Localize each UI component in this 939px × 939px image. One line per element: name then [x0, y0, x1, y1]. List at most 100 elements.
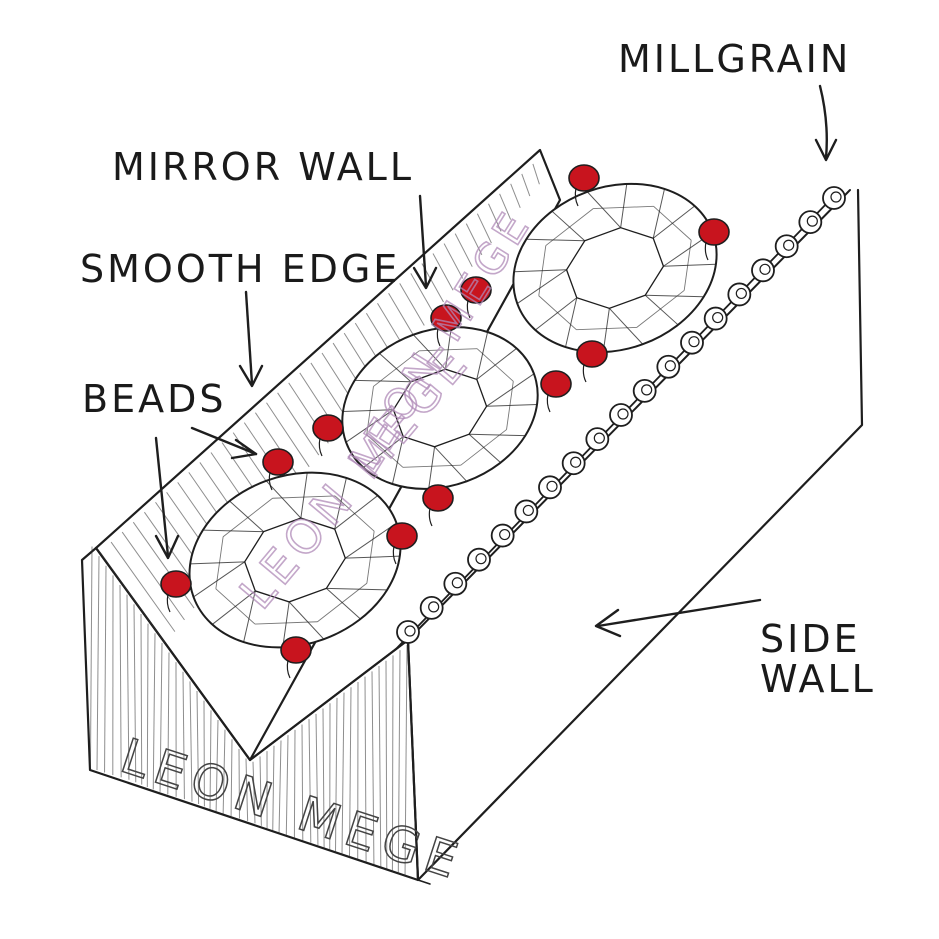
bead-icon — [280, 636, 312, 679]
bead-icon — [460, 276, 492, 319]
bead-icon — [576, 340, 608, 383]
hatch-line — [310, 362, 348, 420]
millgrain-ball-icon — [751, 258, 775, 283]
hatch-line — [278, 740, 282, 834]
hatch-line — [119, 585, 122, 778]
hatch-line — [404, 644, 408, 877]
millgrain-ball-icon — [656, 354, 681, 379]
millgrain-ball-icon — [609, 403, 633, 427]
front-face-hatching — [89, 546, 408, 877]
hatch-line — [443, 243, 464, 279]
label-mirror-wall: MIRROR WALL — [112, 145, 414, 189]
hatch-line — [378, 666, 382, 867]
bead-icon — [312, 414, 344, 457]
hatch-line — [385, 660, 388, 870]
millgrain-ball-icon — [727, 282, 752, 307]
hatch-line — [266, 402, 310, 468]
hatch-line — [315, 713, 319, 846]
hatch-line — [301, 724, 304, 841]
hatch-line — [293, 729, 296, 838]
bead-icon — [262, 448, 294, 491]
hatch-line — [96, 556, 100, 771]
hatch-line — [341, 692, 345, 855]
hatch-line — [348, 687, 352, 858]
hatch-line — [167, 652, 170, 795]
hatch-line — [104, 565, 107, 773]
millgrain-ball-icon — [585, 427, 610, 452]
hatch-line — [488, 203, 502, 232]
hatch-line — [532, 163, 540, 185]
hatch-line — [308, 719, 312, 843]
hatch-line — [432, 253, 454, 291]
bead-icon — [386, 522, 418, 565]
hatch-line — [397, 650, 401, 875]
label-beads: BEADS — [82, 377, 226, 421]
arrow-icon — [814, 84, 838, 162]
hatch-line — [510, 183, 521, 209]
hatch-line — [215, 719, 219, 812]
hatch-line — [521, 173, 531, 197]
hatch-line — [364, 676, 367, 863]
millgrain-ball-icon — [538, 475, 562, 500]
hatch-line — [189, 681, 193, 802]
millgrain-ball-icon — [774, 234, 799, 259]
bead-icon — [568, 164, 600, 207]
hatch-line — [146, 623, 149, 788]
hatch-line — [285, 735, 289, 836]
hatch-line — [182, 671, 185, 800]
hatch-line — [196, 691, 200, 805]
millgrain-ball-icon — [680, 330, 704, 355]
side-wall — [406, 188, 864, 882]
hatch-line — [322, 708, 325, 848]
diamond-icon — [341, 326, 539, 490]
millgrain-ball-icon — [490, 523, 515, 548]
front-face-watermark: LEON MEGE — [114, 728, 471, 892]
hatch-line — [152, 633, 156, 790]
arrow-icon — [238, 290, 264, 388]
hatch-line — [410, 273, 435, 315]
hatch-line — [465, 223, 483, 256]
hatch-line — [476, 213, 492, 244]
millgrain-ball-icon — [443, 571, 468, 596]
millgrain-ball-icon — [822, 186, 846, 210]
hatch-line — [259, 756, 262, 826]
mirror-wall — [94, 148, 562, 762]
hatch-line — [399, 283, 425, 326]
millgrain-rail — [396, 186, 846, 644]
millgrain-ball-icon — [632, 378, 657, 403]
label-side-wall-line2: WALL — [760, 657, 876, 701]
hatch-line — [133, 604, 137, 783]
hatch-line — [126, 594, 130, 780]
millgrain-ball-icon — [703, 306, 728, 331]
hatch-line — [89, 546, 93, 768]
hatch-line — [277, 392, 320, 456]
label-smooth-edge: SMOOTH EDGE — [80, 247, 400, 291]
bead-icon — [540, 370, 572, 413]
diamond-icon — [188, 471, 402, 649]
bead-icon — [430, 304, 462, 347]
bead-icon — [422, 484, 454, 527]
hatch-line — [272, 745, 275, 831]
label-side-wall-line1: SIDE — [760, 617, 861, 661]
millgrain-ball-icon — [467, 547, 491, 572]
bead-icon — [698, 218, 730, 261]
bead-icon — [160, 570, 192, 613]
hatch-line — [222, 729, 226, 814]
hatch-line — [388, 293, 416, 338]
hatch-line — [499, 193, 512, 220]
bead-group — [160, 164, 730, 679]
millgrain-ball-icon — [419, 595, 444, 620]
arrow-icon — [190, 426, 258, 460]
hatch-line — [245, 758, 249, 821]
hatch-line — [371, 671, 375, 865]
diamond-row — [188, 182, 718, 649]
arrow-icon — [594, 598, 762, 638]
hatch-line — [391, 655, 394, 872]
hatch-line — [159, 642, 163, 792]
millgrain-ball-icon — [514, 499, 539, 524]
label-millgrain: MILLGRAIN — [618, 37, 851, 81]
side-wall-base — [417, 879, 431, 885]
hatch-line — [99, 551, 166, 644]
arrow-icon — [154, 436, 180, 560]
